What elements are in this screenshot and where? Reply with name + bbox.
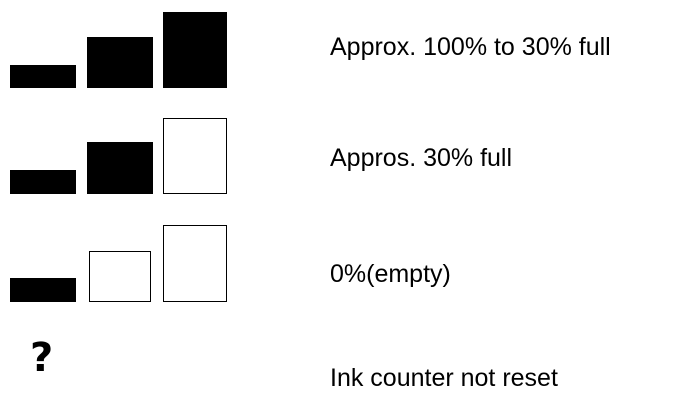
- legend-label-low: Appros. 30% full: [330, 144, 513, 172]
- legend-row-low: Appros. 30% full: [0, 118, 687, 194]
- ink-level-indicator-full: [0, 12, 240, 88]
- ink-bar-3: [163, 225, 227, 302]
- legend-label-unknown: Ink counter not reset: [330, 364, 558, 392]
- legend-label-full: Approx. 100% to 30% full: [330, 33, 611, 61]
- ink-bar-1: [10, 170, 76, 194]
- legend-row-empty: 0%(empty): [0, 225, 687, 302]
- ink-bar-1: [10, 278, 76, 302]
- ink-bar-3: [163, 12, 227, 88]
- ink-bar-1: [10, 65, 76, 88]
- legend-label-empty: 0%(empty): [330, 260, 451, 288]
- legend-row-full: Approx. 100% to 30% full: [0, 12, 687, 88]
- ink-level-indicator-low: [0, 118, 240, 194]
- ink-bar-2: [87, 142, 153, 194]
- ink-bar-2: [87, 37, 153, 88]
- legend-row-unknown: ? Ink counter not reset: [0, 335, 687, 392]
- question-mark-icon: ?: [30, 335, 54, 381]
- ink-bar-2: [89, 251, 151, 302]
- ink-level-indicator-empty: [0, 225, 240, 302]
- ink-bar-3: [163, 118, 227, 194]
